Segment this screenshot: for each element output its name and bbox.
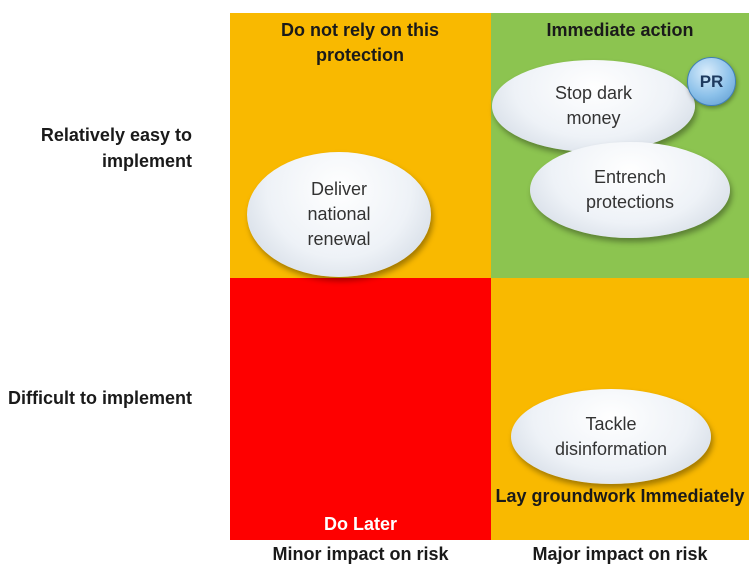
item-entrench-protections-label: Entrench protections bbox=[585, 167, 675, 212]
pr-badge-label: PR bbox=[699, 71, 724, 91]
row-label-difficult: Difficult to implement bbox=[8, 388, 192, 408]
item-entrench-protections: Entrench protections bbox=[530, 142, 730, 238]
item-deliver-national-renewal-label: Deliver national renewal bbox=[307, 179, 371, 249]
quadrant-title-immediate-action: Immediate action bbox=[546, 20, 694, 40]
item-tackle-disinformation-label: Tackle disinformation bbox=[554, 413, 668, 459]
item-tackle-disinformation: Tackle disinformation bbox=[511, 389, 711, 484]
quadrant-title-do-not-rely: Do not rely on this protection bbox=[280, 20, 439, 65]
item-deliver-national-renewal: Deliver national renewal bbox=[247, 152, 431, 277]
item-stop-dark-money-label: Stop dark money bbox=[554, 83, 633, 128]
column-label-major-impact: Major impact on risk bbox=[532, 544, 708, 564]
row-label-easy: Relatively easy to implement bbox=[40, 125, 192, 171]
quadrant-do-later bbox=[230, 278, 491, 540]
column-label-minor-impact: Minor impact on risk bbox=[272, 544, 449, 564]
pr-badge: PR bbox=[687, 57, 736, 106]
item-stop-dark-money: Stop dark money bbox=[492, 60, 695, 152]
quadrant-title-lay-groundwork: Lay groundwork Immediately bbox=[495, 486, 745, 506]
quadrant-title-do-later: Do Later bbox=[323, 514, 397, 534]
